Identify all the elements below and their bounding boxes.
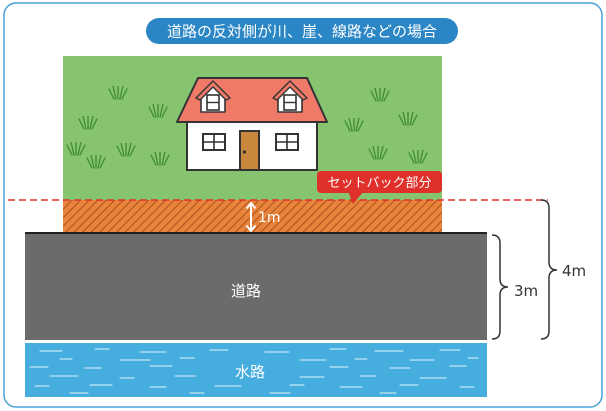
callout-pointer xyxy=(348,191,364,204)
arrow-up-icon xyxy=(245,202,257,210)
setback-depth-arrow xyxy=(245,202,257,232)
required-width-brace xyxy=(540,199,558,340)
diagram-title: 道路の反対側が川、崖、線路などの場合 xyxy=(167,23,437,41)
road xyxy=(25,233,487,340)
road-width-label: 3m xyxy=(514,282,538,300)
door-knob xyxy=(242,150,247,154)
water-waves xyxy=(29,348,479,394)
dormer-left-roof xyxy=(195,80,231,101)
arrow-down-icon xyxy=(245,224,257,232)
house-window-left xyxy=(202,133,226,151)
house-icon xyxy=(176,77,328,171)
callout-box xyxy=(317,171,442,193)
waterway xyxy=(25,343,487,397)
road-label: 道路 xyxy=(231,282,261,300)
setback-depth-label: 1m xyxy=(258,210,281,226)
house-window-right xyxy=(275,133,299,151)
dormer-right-roof xyxy=(272,80,308,101)
road-width-brace xyxy=(491,234,509,340)
dormer-left xyxy=(195,80,231,113)
waterway-label: 水路 xyxy=(235,363,265,381)
setback-callout: セットバック部分 xyxy=(317,171,442,204)
title-pill xyxy=(146,18,458,44)
required-width-label: 4m xyxy=(562,262,586,280)
house-door xyxy=(239,130,260,171)
callout-label: セットバック部分 xyxy=(327,176,431,191)
dormer-right xyxy=(272,80,308,113)
title-banner: 道路の反対側が川、崖、線路などの場合 xyxy=(146,18,458,44)
